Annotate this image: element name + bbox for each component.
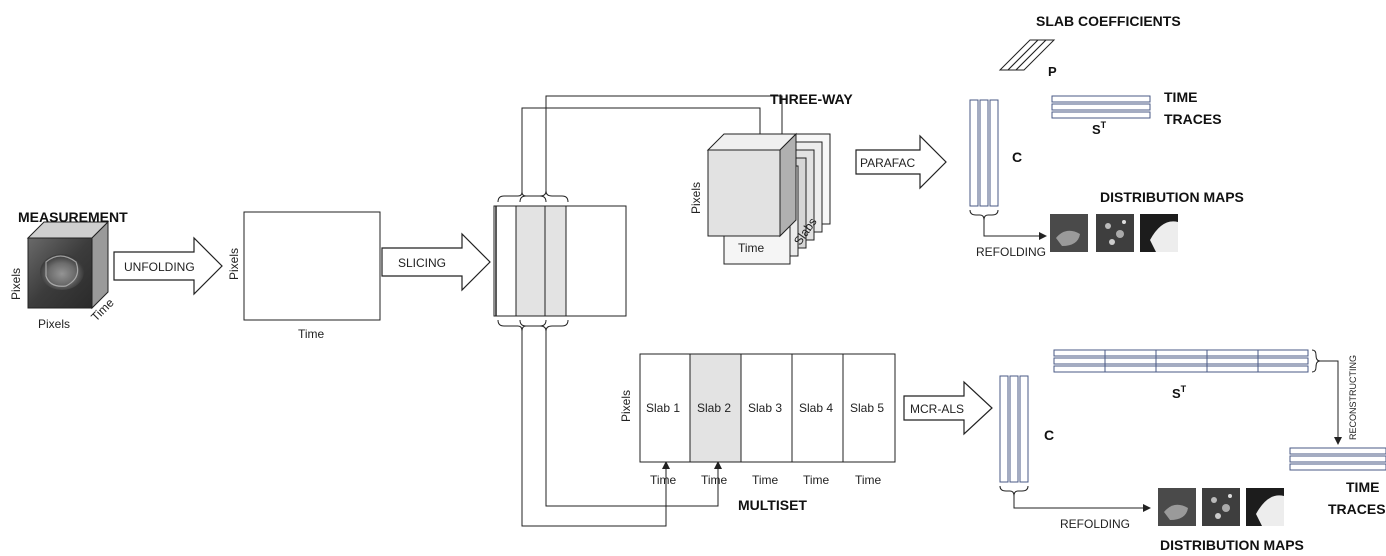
sliced-matrix [494, 191, 626, 331]
reconstructing-label: RECONSTRUCTING [1348, 355, 1358, 440]
unfolding-label: UNFOLDING [124, 260, 195, 274]
distribution-maps-title-mcr: DISTRIBUTION MAPS [1160, 537, 1304, 553]
c-label-mcr: C [1044, 427, 1054, 443]
time-traces-line2-parafac: TRACES [1164, 111, 1222, 127]
three-way-axis-pixels: Pixels [689, 182, 703, 214]
multiset-slab-1: Slab 1 [646, 401, 680, 415]
c-matrix-mcr [1000, 376, 1028, 482]
multiset-slab-3: Slab 3 [748, 401, 782, 415]
refolding-arrow-mcr [1014, 496, 1150, 508]
c-brace-mcr [1000, 486, 1028, 496]
st-matrix-parafac [1052, 96, 1150, 118]
refolding-label-parafac: REFOLDING [976, 245, 1046, 259]
slicing-label: SLICING [398, 256, 446, 270]
measurement-axis-pixels-bottom: Pixels [38, 317, 70, 331]
c-brace-parafac [970, 210, 998, 220]
three-way-title: THREE-WAY [770, 91, 853, 107]
multiset-time-4: Time [803, 473, 830, 487]
multiset-axis-pixels: Pixels [619, 390, 633, 422]
distribution-map-images-parafac [1050, 214, 1178, 252]
st-label-mcr: ST [1172, 384, 1187, 401]
time-traces-line1-mcr: TIME [1346, 479, 1379, 495]
st-label-parafac: ST [1092, 120, 1107, 137]
multiset-slab-2: Slab 2 [697, 401, 731, 415]
multiset-time-2: Time [701, 473, 728, 487]
p-label: P [1048, 64, 1057, 79]
st-brace-mcr [1312, 350, 1320, 372]
slab-coefficients-title: SLAB COEFFICIENTS [1036, 13, 1181, 29]
time-traces-line1-parafac: TIME [1164, 89, 1197, 105]
measurement-title: MEASUREMENT [18, 209, 128, 225]
multiset-time-5: Time [855, 473, 882, 487]
time-traces-line2-mcr: TRACES [1328, 501, 1386, 517]
refolding-arrow-parafac [984, 220, 1046, 236]
unfolded-matrix [244, 212, 380, 320]
multiset-time-1: Time [650, 473, 677, 487]
three-way-axis-time: Time [738, 241, 765, 255]
refolding-label-mcr: REFOLDING [1060, 517, 1130, 531]
parafac-label: PARAFAC [860, 156, 915, 170]
mcr-als-label: MCR-ALS [910, 402, 964, 416]
c-matrix-parafac [970, 100, 998, 206]
multiset-time-3: Time [752, 473, 779, 487]
unfolded-axis-pixels: Pixels [227, 248, 241, 280]
measurement-cube [28, 222, 108, 308]
st-matrix-mcr [1054, 350, 1308, 372]
multiset-slab-4: Slab 4 [799, 401, 833, 415]
distribution-maps-title-parafac: DISTRIBUTION MAPS [1100, 189, 1244, 205]
three-way-cube [708, 134, 830, 264]
reconstructing-arrow [1320, 361, 1338, 444]
slab-coefficients-matrix [1000, 40, 1054, 70]
unfolded-axis-time: Time [298, 327, 325, 341]
st-reconstructed-mcr [1290, 448, 1386, 470]
measurement-axis-pixels-left: Pixels [9, 268, 23, 300]
multiset-slab-5: Slab 5 [850, 401, 884, 415]
c-label-parafac: C [1012, 149, 1022, 165]
distribution-map-images-mcr [1158, 488, 1284, 526]
multiset-title: MULTISET [738, 497, 807, 513]
